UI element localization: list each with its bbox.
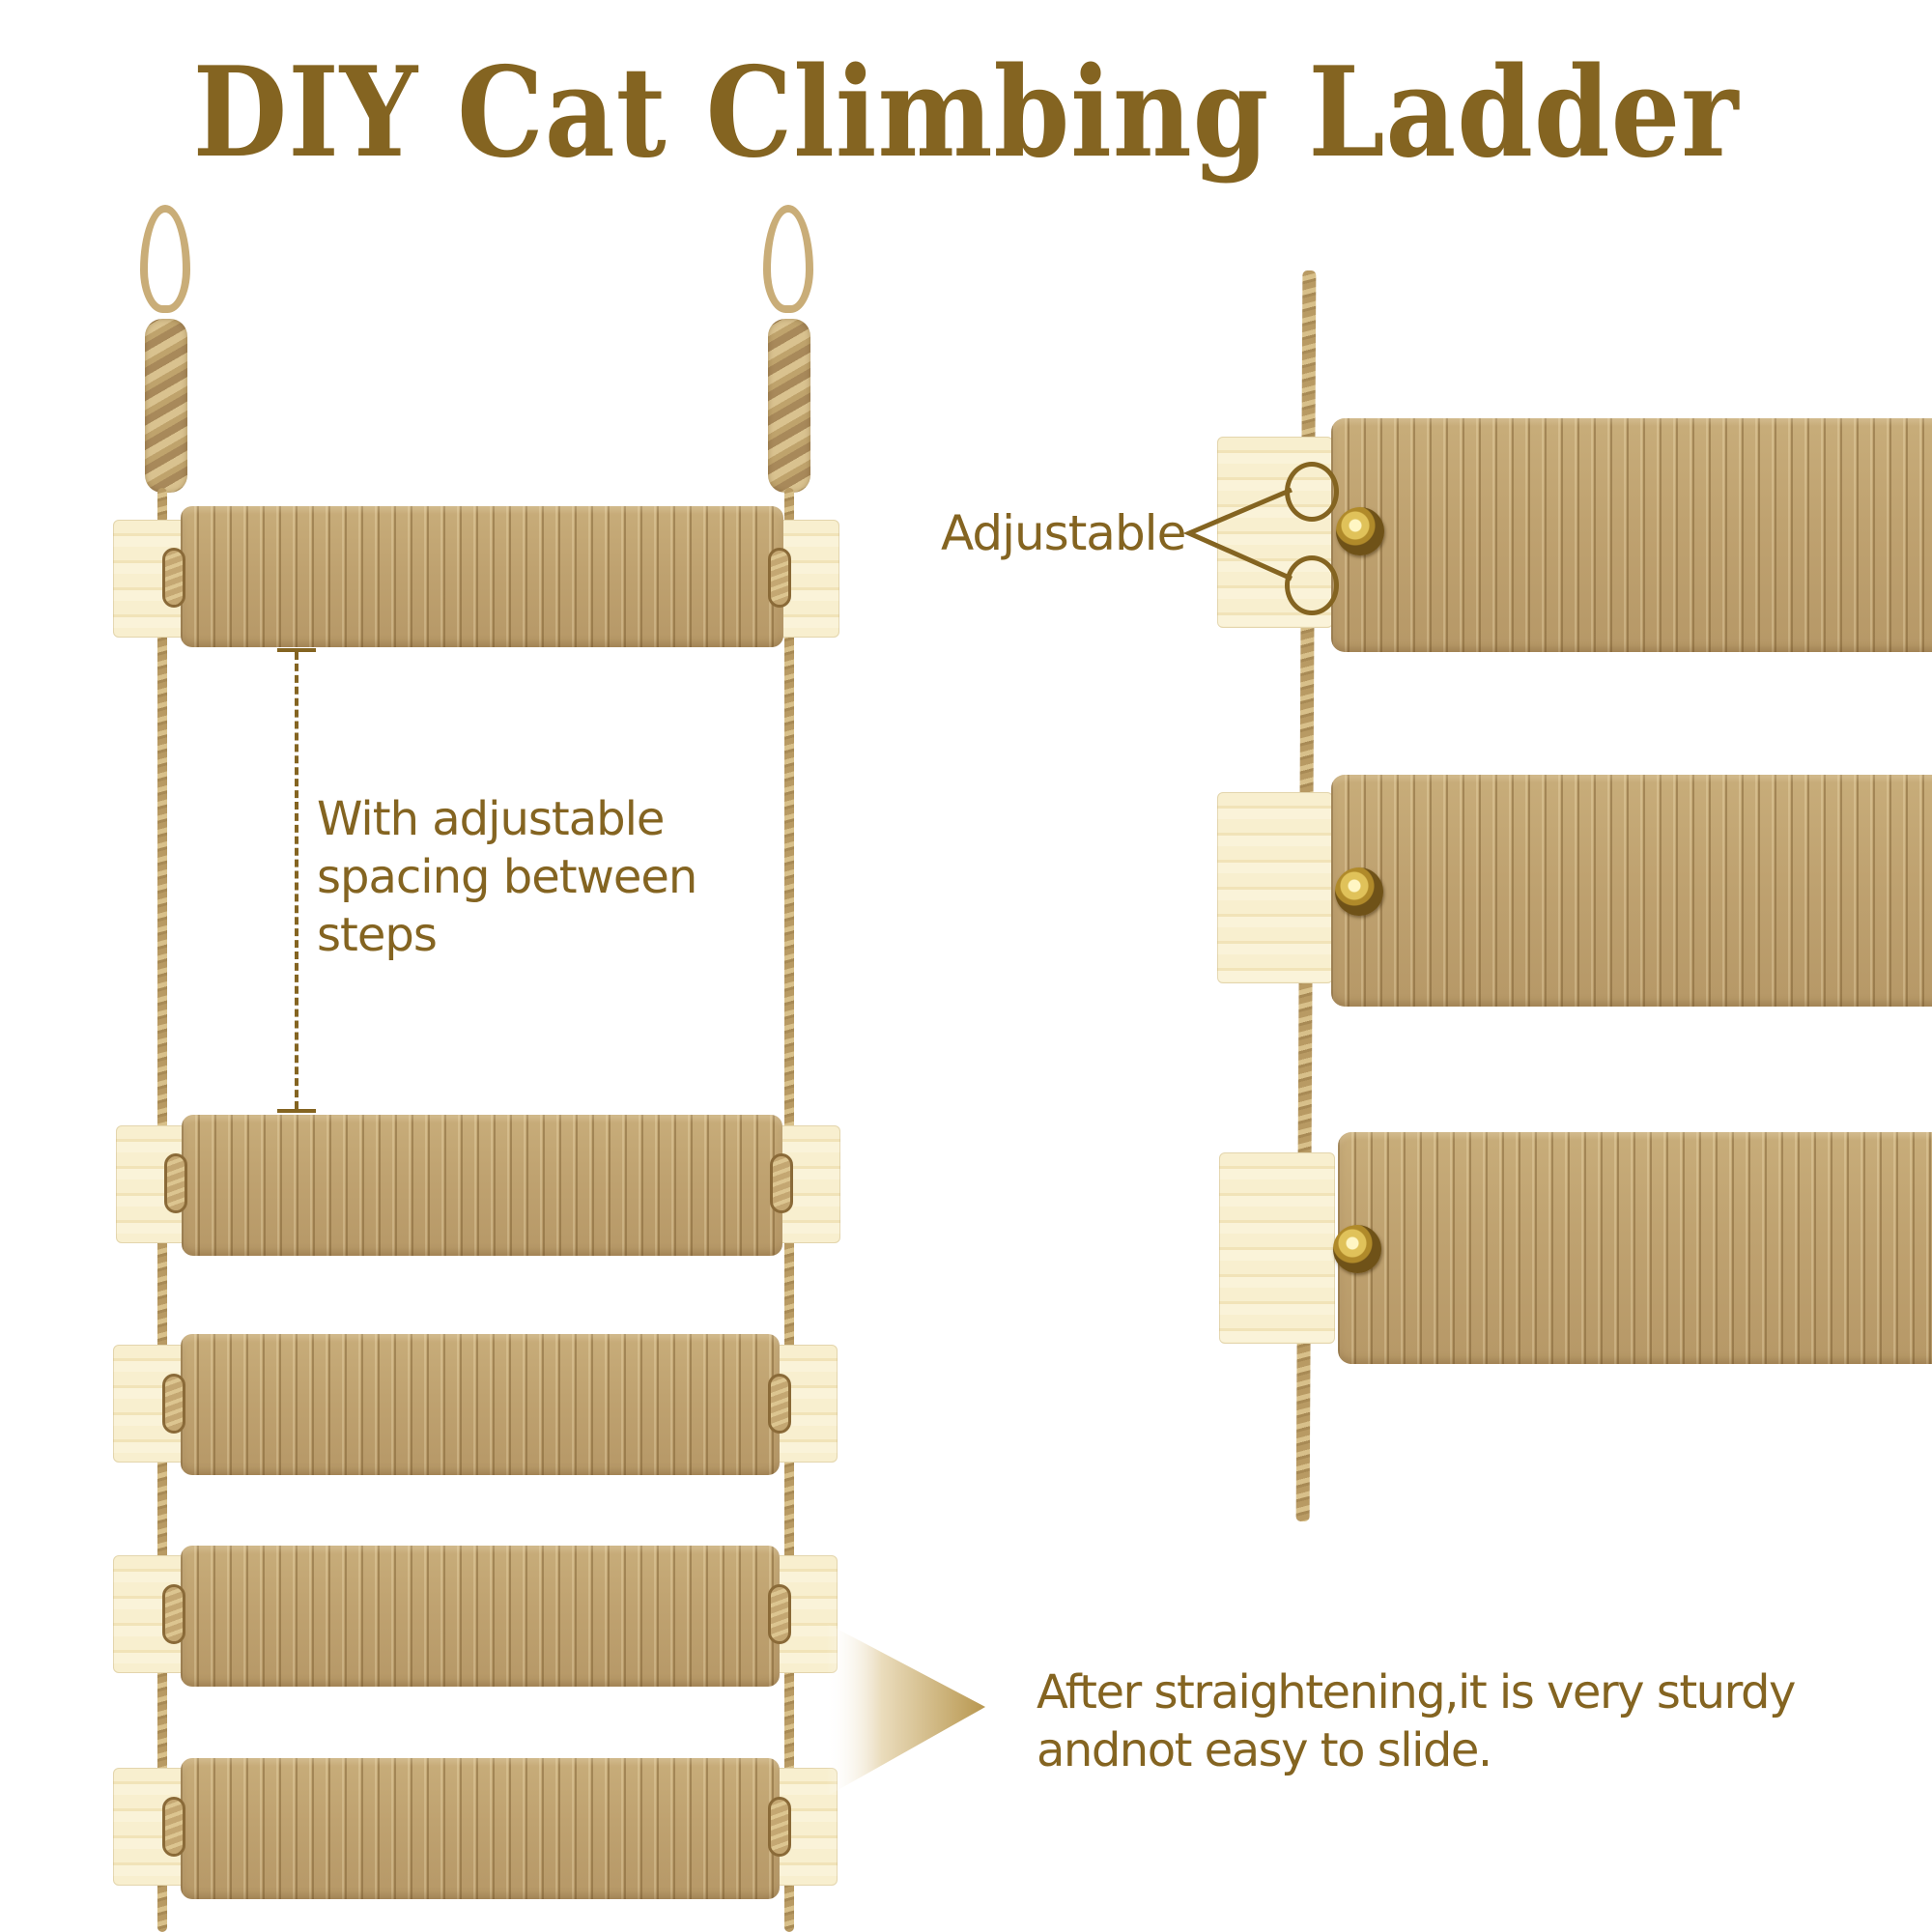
- dashed-measure-line: [295, 652, 298, 1109]
- sisal-wrap: [181, 506, 783, 647]
- sisal-wrap: [1338, 1132, 1932, 1364]
- rope-hole-left: [162, 1374, 185, 1434]
- spacing-callout-line: spacing between: [317, 850, 697, 904]
- brass-tack: [1333, 1225, 1381, 1273]
- adjustable-pointer-lines: [1183, 487, 1293, 582]
- brass-tack: [1335, 867, 1383, 916]
- sisal-wrap: [181, 1334, 780, 1475]
- braided-knot-right: [768, 319, 810, 493]
- spacing-callout-line: With adjustable: [317, 792, 665, 846]
- rope-hole-left: [162, 548, 185, 608]
- wood-board: [1219, 1152, 1335, 1344]
- sisal-wrap: [181, 1546, 780, 1687]
- spacing-callout-line: steps: [317, 908, 438, 962]
- page-title: DIY Cat Climbing Ladder: [192, 41, 1740, 185]
- hanging-loop-left: [140, 205, 190, 313]
- sisal-wrap: [1331, 775, 1932, 1007]
- arrow-right-icon: [826, 1623, 985, 1797]
- sturdy-callout: After straightening,it is very sturdy an…: [1037, 1663, 1796, 1779]
- hanging-loop-right: [763, 205, 813, 313]
- sisal-wrap: [182, 1115, 782, 1256]
- braided-knot-left: [145, 319, 187, 493]
- adjustable-callout: Adjustable: [941, 505, 1186, 561]
- rope-hole-left: [162, 1584, 185, 1644]
- measure-cap-bottom: [277, 1109, 316, 1113]
- rope-hole-right: [770, 1153, 793, 1213]
- measure-cap-top: [277, 648, 316, 652]
- rope-hole-left: [164, 1153, 187, 1213]
- highlight-circle-lower: [1285, 555, 1339, 615]
- rope-hole-right: [768, 1374, 791, 1434]
- rope-hole-right: [768, 1797, 791, 1857]
- rope-hole-right: [768, 1584, 791, 1644]
- spacing-callout: With adjustable spacing between steps: [317, 790, 697, 964]
- sturdy-callout-line: andnot easy to slide.: [1037, 1723, 1492, 1777]
- sisal-wrap: [1331, 418, 1932, 652]
- rope-hole-left: [162, 1797, 185, 1857]
- wood-board: [1217, 792, 1333, 983]
- rope-hole-right: [768, 548, 791, 608]
- sisal-wrap: [181, 1758, 780, 1899]
- sturdy-callout-line: After straightening,it is very sturdy: [1037, 1665, 1796, 1719]
- brass-tack: [1336, 507, 1384, 555]
